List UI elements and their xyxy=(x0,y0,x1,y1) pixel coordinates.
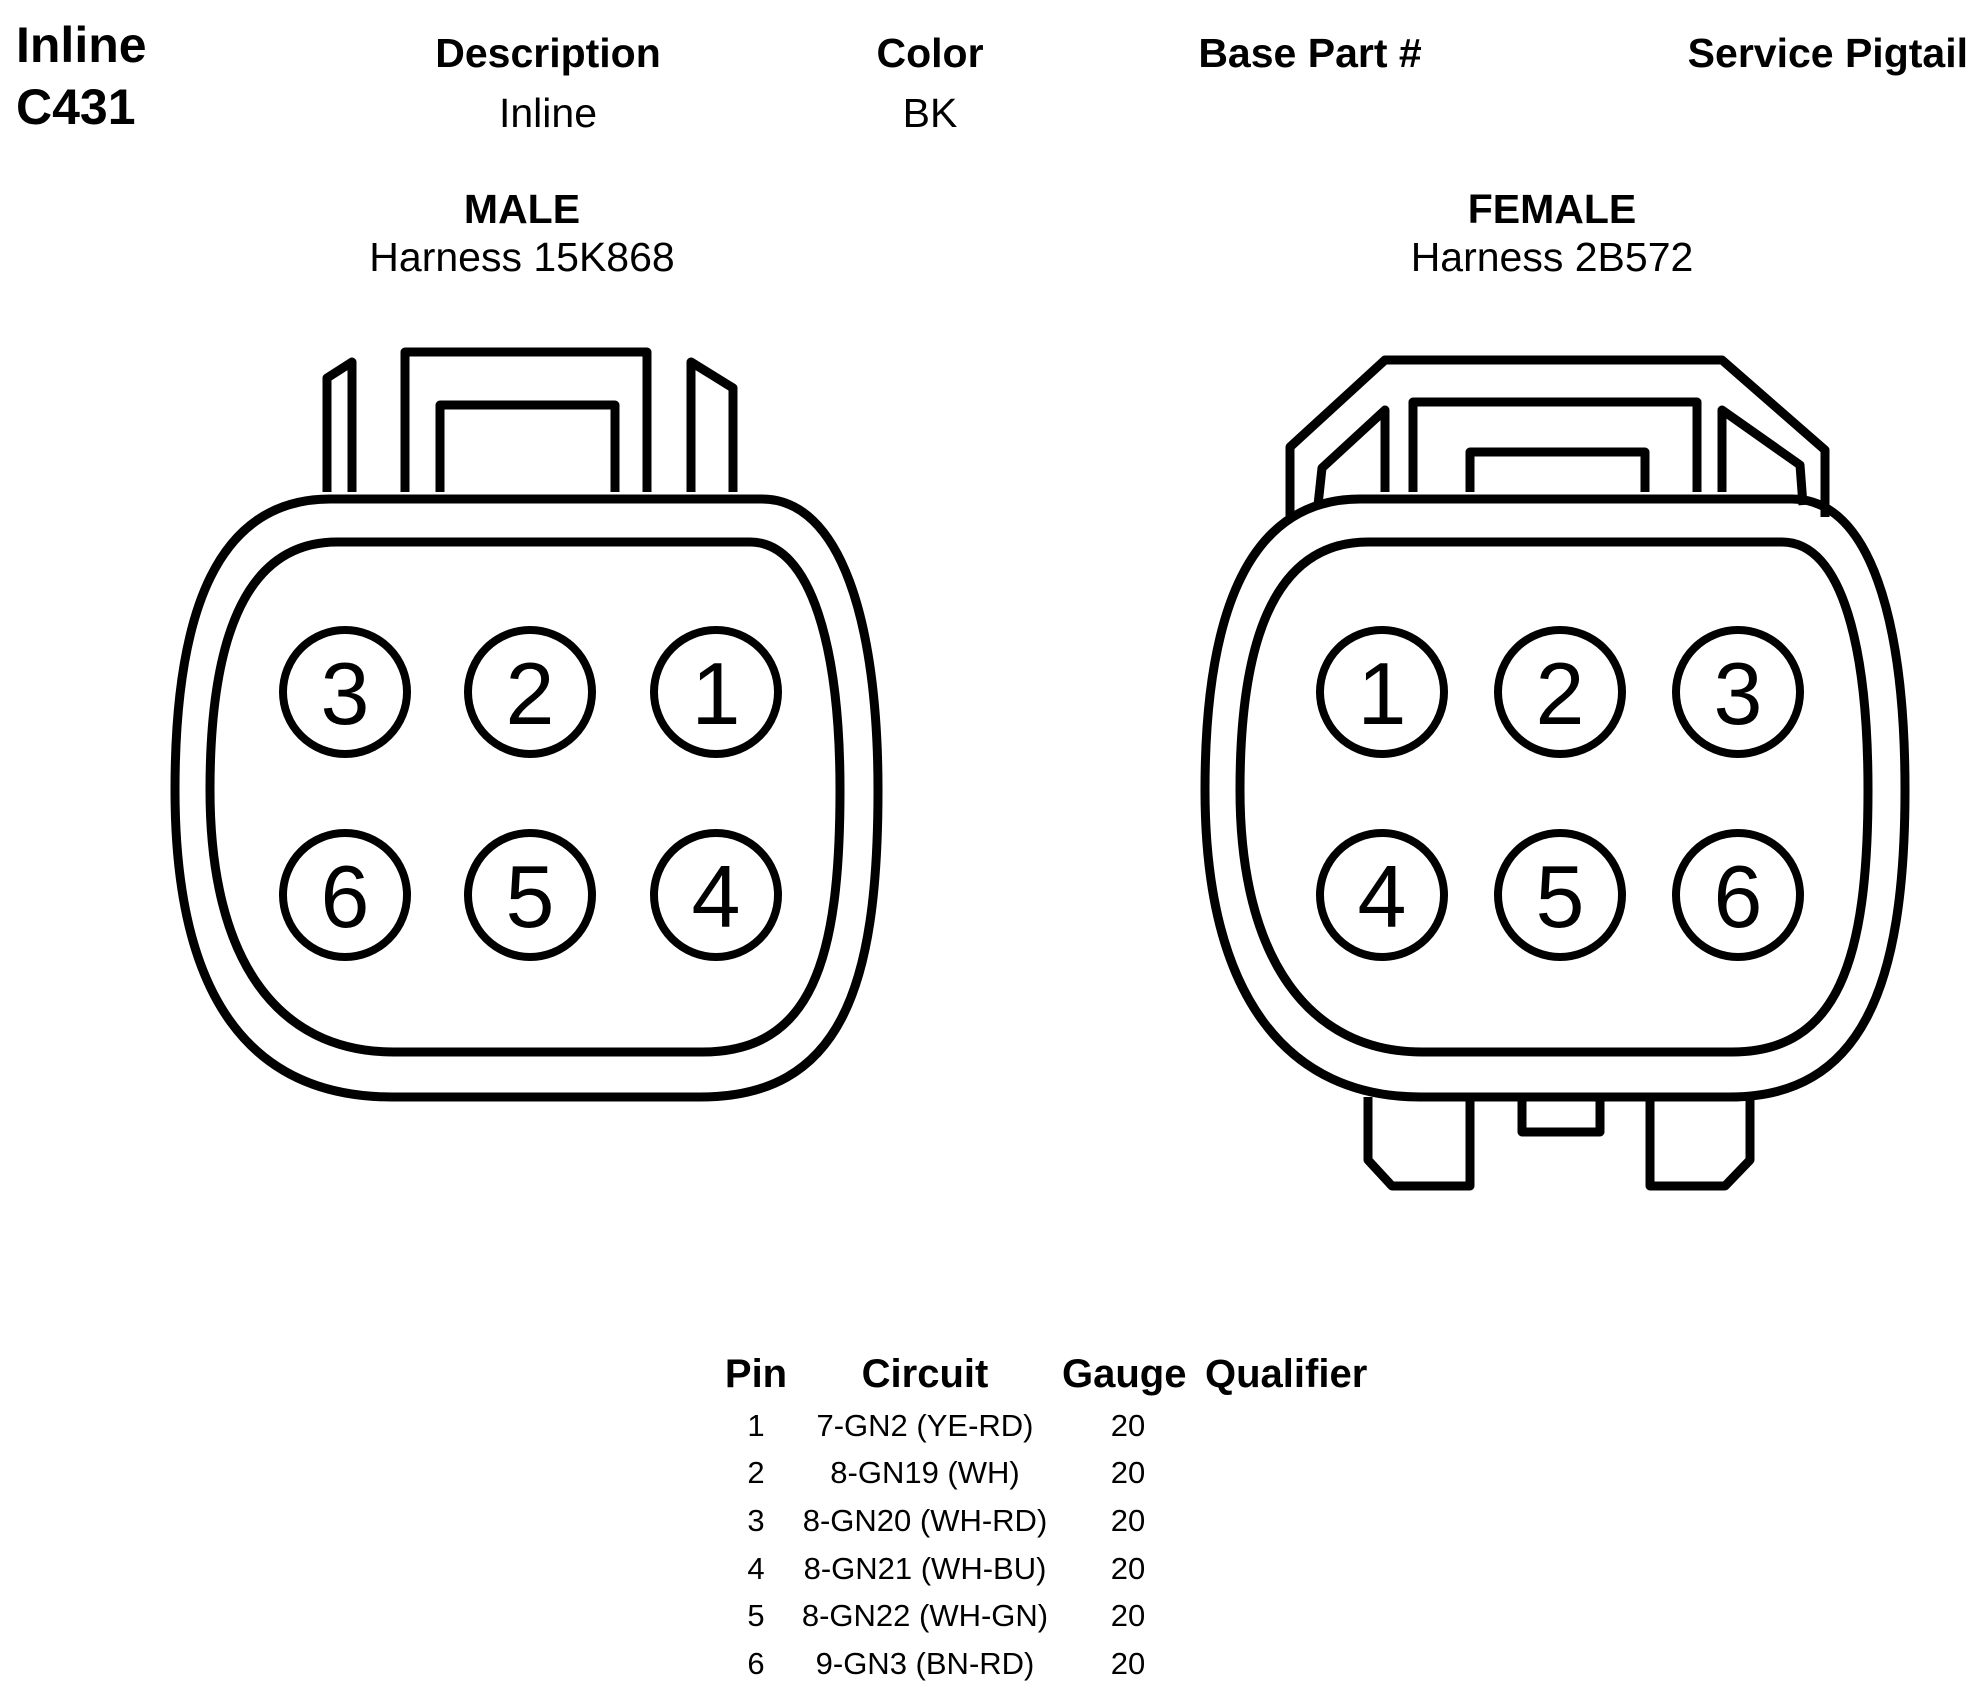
female-pin-cavity: 1 xyxy=(1316,626,1448,758)
svg-text:5: 5 xyxy=(506,847,555,946)
svg-text:4: 4 xyxy=(1358,847,1407,946)
male-left-latch-tab xyxy=(322,357,357,492)
svg-text:5: 5 xyxy=(1536,847,1585,946)
male-right-latch-tab xyxy=(686,357,738,492)
female-pin-cavity: 2 xyxy=(1494,626,1626,758)
male-pin-cavity: 4 xyxy=(650,829,782,961)
female-gender-label: FEMALE xyxy=(1467,186,1637,232)
female-top-shroud xyxy=(1285,355,1830,517)
pin-cell: 1 xyxy=(747,1408,765,1443)
male-pin-cavity: 2 xyxy=(464,626,596,758)
svg-text:2: 2 xyxy=(506,644,555,743)
service-pigtail-header: Service Pigtail xyxy=(1687,30,1968,76)
circuit-cell: 8-GN19 (WH) xyxy=(830,1455,1020,1490)
pin-cell: 6 xyxy=(747,1646,765,1681)
male-pin-cavity: 1 xyxy=(650,626,782,758)
base-part-header: Base Part # xyxy=(1198,30,1422,76)
circuit-cell: 8-GN20 (WH-RD) xyxy=(802,1503,1048,1538)
female-center-lock-inner xyxy=(1465,447,1650,492)
circuit-cell: 7-GN2 (YE-RD) xyxy=(816,1408,1034,1443)
gauge-column-header: Gauge xyxy=(1062,1352,1187,1396)
svg-text:3: 3 xyxy=(321,644,370,743)
gauge-cell: 20 xyxy=(1110,1646,1146,1681)
female-body-inner xyxy=(1235,537,1873,1057)
connector-id: C431 xyxy=(16,79,136,135)
connector-type: Inline xyxy=(16,17,147,73)
circuit-column-header: Circuit xyxy=(861,1352,989,1396)
pin-cell: 3 xyxy=(747,1503,765,1538)
svg-text:1: 1 xyxy=(692,644,741,743)
male-body-inner xyxy=(205,537,845,1057)
circuit-cell: 8-GN22 (WH-GN) xyxy=(801,1598,1049,1633)
description-value: Inline xyxy=(498,90,598,136)
female-pin-cavity: 4 xyxy=(1316,829,1448,961)
circuit-cell: 9-GN3 (BN-RD) xyxy=(815,1646,1035,1681)
gauge-cell: 20 xyxy=(1110,1503,1146,1538)
female-pin-cavity: 5 xyxy=(1494,829,1626,961)
female-bottom-left-foot xyxy=(1363,1097,1475,1191)
male-gender-label: MALE xyxy=(463,186,581,232)
svg-text:4: 4 xyxy=(692,847,741,946)
qualifier-column-header: Qualifier xyxy=(1205,1352,1368,1396)
male-body-outer xyxy=(170,494,883,1102)
male-center-lock-inner xyxy=(435,400,620,492)
female-connector-face: 1 2 3 4 5 6 xyxy=(1200,355,1910,1191)
description-header: Description xyxy=(435,30,661,76)
pin-cell: 2 xyxy=(747,1455,765,1490)
gauge-cell: 20 xyxy=(1110,1408,1146,1443)
circuit-cell: 8-GN21 (WH-BU) xyxy=(803,1551,1047,1586)
male-center-lock-outer xyxy=(400,347,652,492)
svg-text:6: 6 xyxy=(321,847,370,946)
gauge-cell: 20 xyxy=(1110,1455,1146,1490)
svg-text:6: 6 xyxy=(1714,847,1763,946)
female-pin-cavities: 1 2 3 4 5 6 xyxy=(1316,626,1804,961)
female-bottom-center-key xyxy=(1517,1097,1605,1137)
svg-text:1: 1 xyxy=(1358,644,1407,743)
gauge-cell: 20 xyxy=(1110,1551,1146,1586)
pin-column-header: Pin xyxy=(724,1352,788,1396)
female-bottom-right-foot xyxy=(1645,1097,1755,1191)
pin-cell: 5 xyxy=(747,1598,765,1633)
female-left-latch xyxy=(1313,405,1390,506)
color-value: BK xyxy=(902,90,958,136)
color-header: Color xyxy=(876,30,984,76)
female-body-outer xyxy=(1200,494,1910,1102)
female-harness-label: Harness 2B572 xyxy=(1410,234,1694,280)
male-pin-cavity: 6 xyxy=(279,829,411,961)
svg-text:2: 2 xyxy=(1536,644,1585,743)
male-pin-cavity: 3 xyxy=(279,626,411,758)
svg-text:3: 3 xyxy=(1714,644,1763,743)
pin-cell: 4 xyxy=(747,1551,765,1586)
female-pin-cavity: 6 xyxy=(1672,829,1804,961)
male-pin-cavity: 5 xyxy=(464,829,596,961)
female-right-latch xyxy=(1717,405,1808,506)
female-center-lock-outer xyxy=(1408,397,1702,492)
female-pin-cavity: 3 xyxy=(1672,626,1804,758)
male-harness-label: Harness 15K868 xyxy=(369,234,675,280)
gauge-cell: 20 xyxy=(1110,1598,1146,1633)
male-pin-cavities: 3 2 1 6 5 4 xyxy=(279,626,782,961)
